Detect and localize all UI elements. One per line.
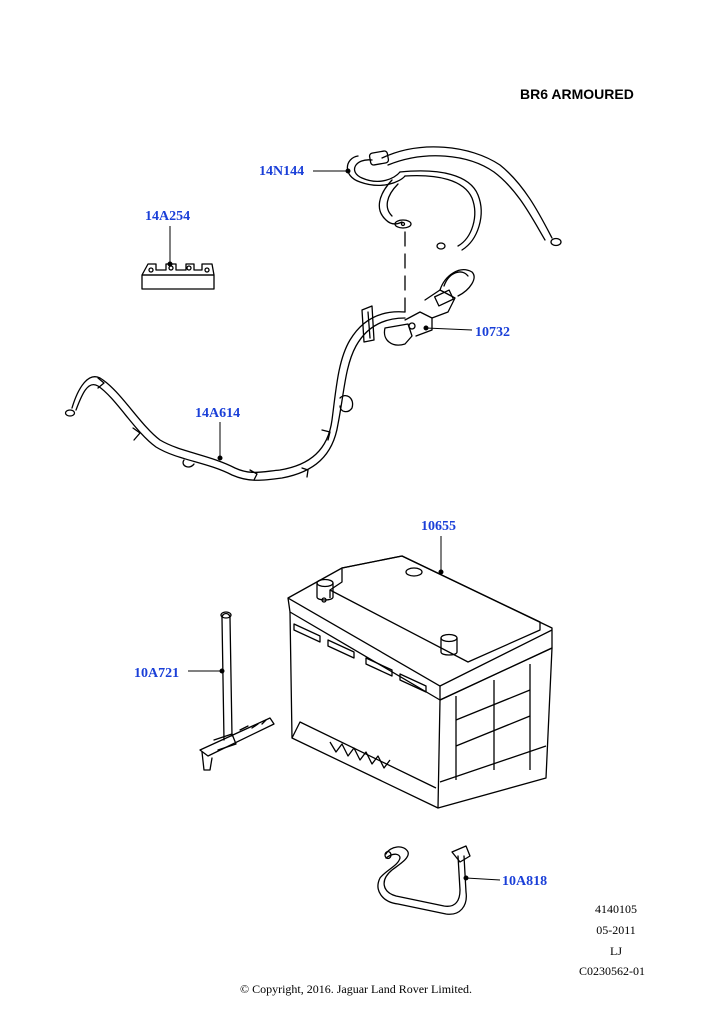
vent-tube-10A818 xyxy=(378,846,470,914)
cable-14N144 xyxy=(347,147,561,320)
terminal-clamp-10732 xyxy=(384,270,474,345)
battery-10655 xyxy=(288,556,552,808)
callout-14A614: 14A614 xyxy=(195,406,241,421)
callout-10732: 10732 xyxy=(475,325,510,340)
callout-10655: 10655 xyxy=(421,519,456,534)
illustration-code: C0230562-01 xyxy=(579,964,645,978)
hold-down-10A721 xyxy=(200,612,274,770)
callout-14A254: 14A254 xyxy=(145,209,191,224)
callout-10A721: 10A721 xyxy=(134,666,180,681)
terminal-cover-14A254 xyxy=(142,264,214,289)
copyright-notice: © Copyright, 2016. Jaguar Land Rover Lim… xyxy=(239,982,473,996)
callout-14N144: 14N144 xyxy=(259,164,305,179)
diagram-title: BR6 ARMOURED xyxy=(520,86,634,102)
illustration-number: 4140105 xyxy=(595,902,637,916)
illustration-date: 05-2011 xyxy=(596,923,636,937)
harness-14A614 xyxy=(66,306,406,480)
illustrator-initials: LJ xyxy=(610,944,622,958)
leader-lines xyxy=(168,169,500,880)
callout-10A818: 10A818 xyxy=(502,874,548,889)
